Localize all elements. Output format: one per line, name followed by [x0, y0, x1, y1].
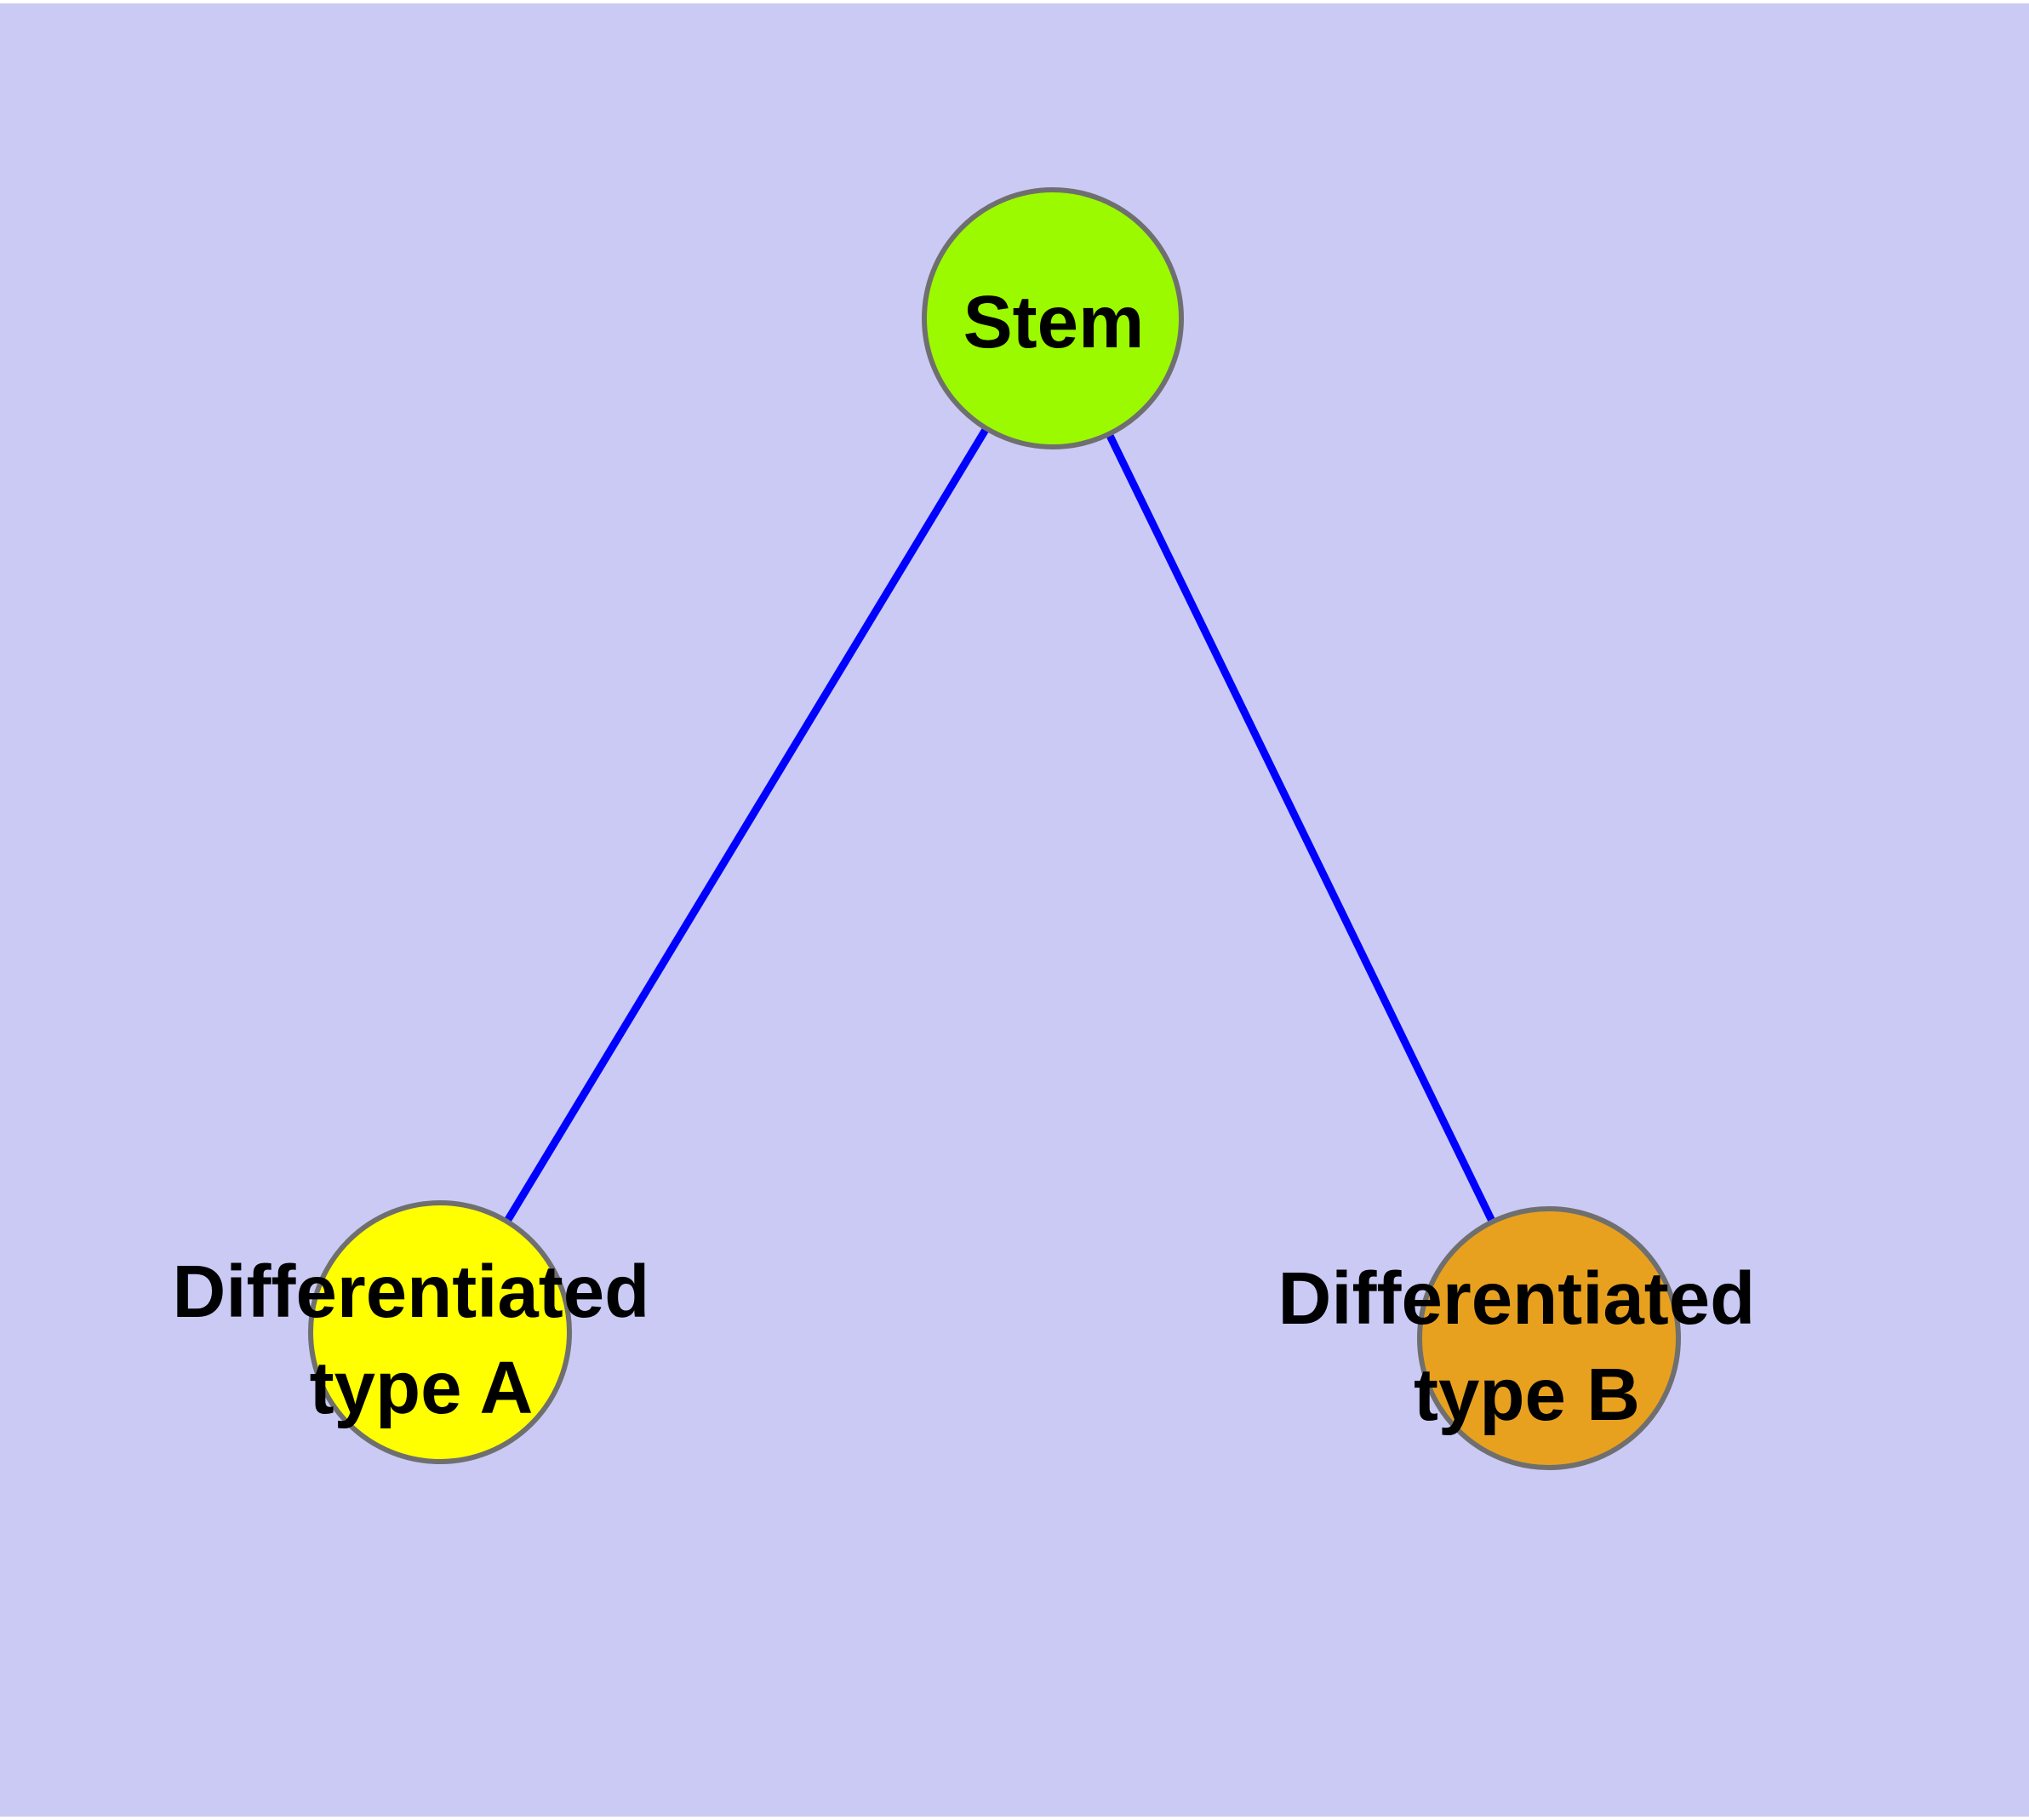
node-label-type-a-line1: Differentiated	[173, 1251, 650, 1333]
node-differentiated-type-b	[1417, 1206, 1681, 1470]
node-label-type-b-line2: type B	[1414, 1354, 1640, 1436]
node-label-stem-line1: Stem	[963, 281, 1145, 363]
node-differentiated-type-a	[308, 1200, 572, 1464]
node-label-differentiated-type-b: Differentiated type B	[1278, 1257, 1776, 1436]
node-label-stem: Stem	[963, 281, 1145, 363]
node-label-type-b-line1: Differentiated	[1278, 1257, 1756, 1340]
edge-stem-to-type-b	[1049, 317, 1553, 1340]
edge-stem-to-type-a	[437, 316, 1056, 1335]
node-stem	[922, 187, 1184, 449]
node-label-type-a-line2: type A	[310, 1347, 534, 1429]
node-label-differentiated-type-a: Differentiated type A	[173, 1251, 671, 1429]
